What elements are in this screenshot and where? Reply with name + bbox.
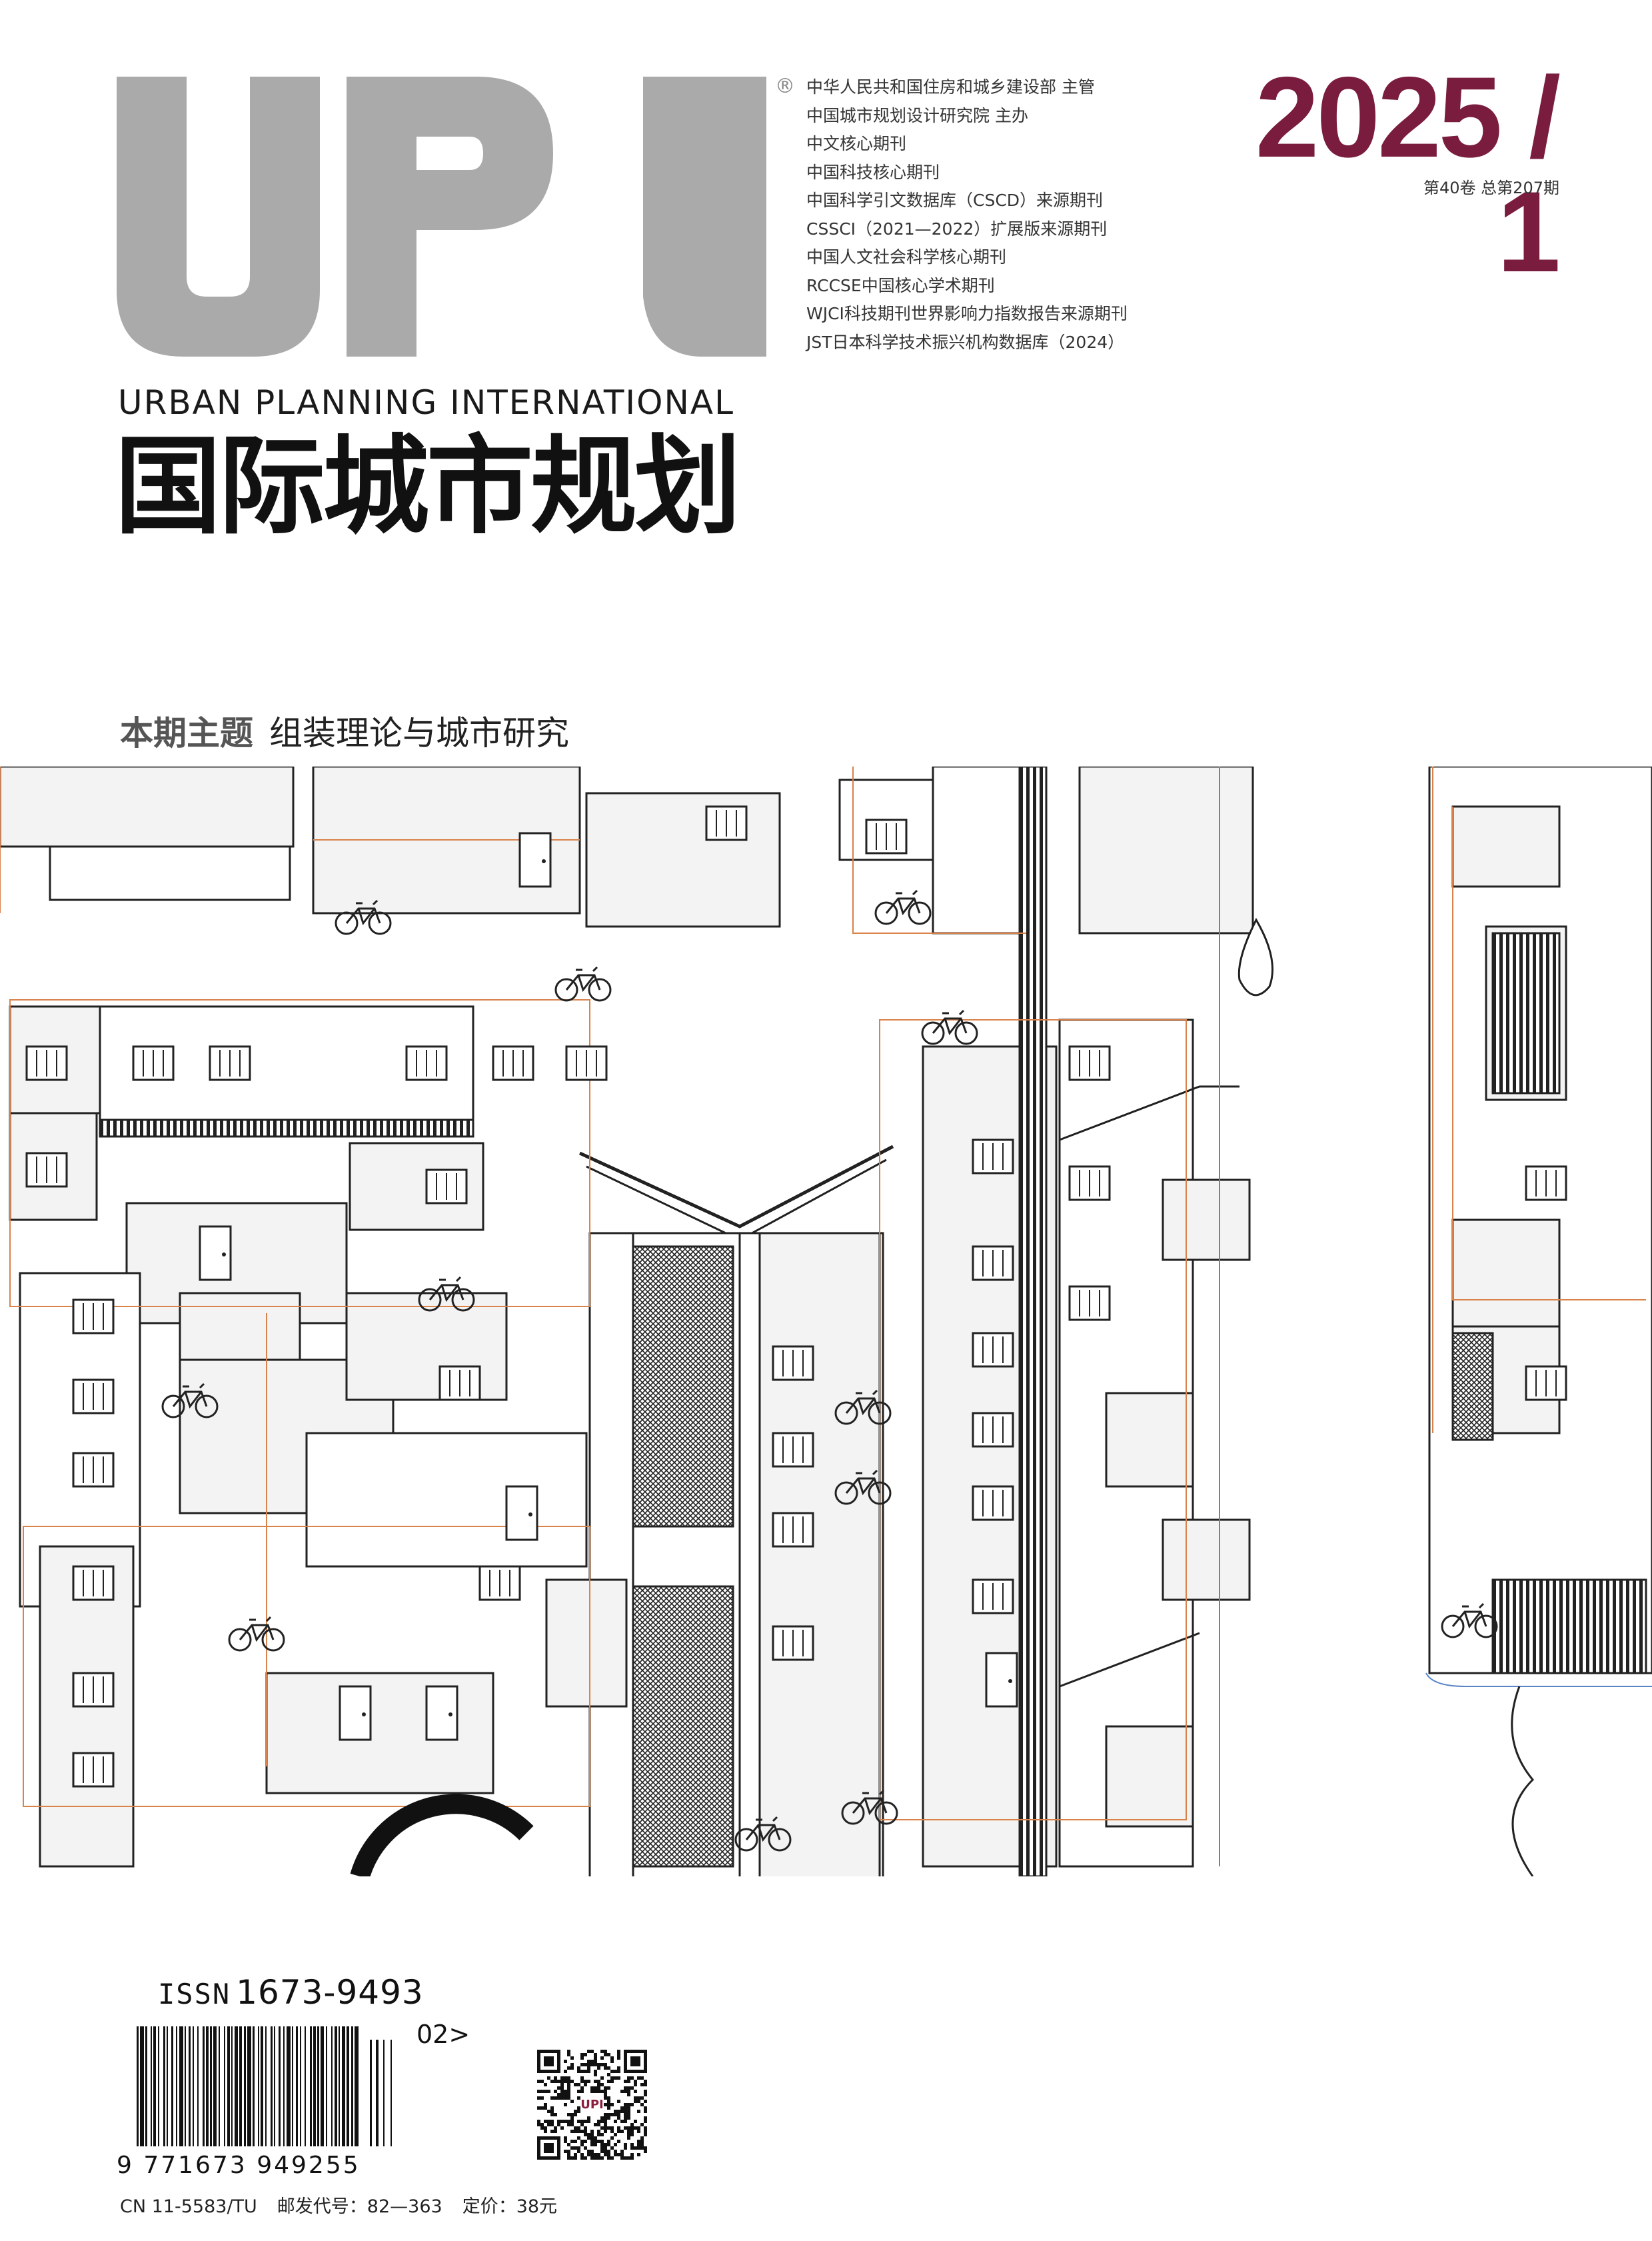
issue-number: 2025 / 1: [1255, 53, 1561, 296]
street-axonometric-drawing-icon: [0, 767, 1652, 1876]
sponsor-line: 中华人民共和国住房和城乡建设部 主管: [806, 77, 1095, 97]
journal-name-chinese: 国际城市规划: [115, 424, 741, 549]
sponsor-list: 中华人民共和国住房和城乡建设部 主管 中国城市规划设计研究院 主办 中文核心期刊…: [806, 73, 1180, 357]
barcode-addon: 02>: [416, 2020, 470, 2049]
sponsor-line: RCCSE中国核心学术期刊: [806, 275, 995, 295]
cn-number: CN 11-5583/TU: [120, 2196, 257, 2217]
sponsor-line: 中国科学引文数据库（CSCD）来源期刊: [806, 191, 1104, 210]
upi-logo: [117, 77, 766, 357]
issn-number: 1673-9493: [236, 1973, 424, 2012]
sponsor-line: 中国城市规划设计研究院 主办: [806, 105, 1028, 125]
price: 定价：38元: [462, 2196, 558, 2217]
registered-mark: ®: [775, 75, 795, 98]
volume-info: 第40卷 总第207期: [1423, 179, 1559, 197]
sponsor-line: 中文核心期刊: [806, 134, 907, 153]
issue-theme: 本期主题组装理论与城市研究: [120, 707, 569, 755]
theme-title: 组装理论与城市研究: [269, 714, 569, 753]
sponsor-line: CSSCI（2021—2022）扩展版来源期刊: [806, 219, 1108, 239]
theme-label: 本期主题: [120, 714, 253, 753]
publication-footer: CN 11-5583/TU 邮发代号：82—363 定价：38元: [120, 2192, 577, 2218]
sponsor-line: 中国科技核心期刊: [806, 162, 940, 182]
qr-code-icon: UPI: [537, 2050, 647, 2160]
barcode-digits: 9 771673 949255: [117, 2152, 361, 2179]
sponsor-line: 中国人文社会科学核心期刊: [806, 247, 1007, 267]
postal-code: 邮发代号：82—363: [277, 2196, 442, 2217]
barcode-icon: [137, 2026, 392, 2146]
sponsor-line: JST日本科学技术振兴机构数据库（2024）: [806, 332, 1125, 352]
qr-caption: UPI: [580, 2098, 604, 2112]
sponsor-line: WJCI科技期刊世界影响力指数报告来源期刊: [806, 304, 1128, 323]
issn-label: ISSN: [158, 1978, 231, 2010]
journal-name-english: URBAN PLANNING INTERNATIONAL: [118, 383, 734, 422]
